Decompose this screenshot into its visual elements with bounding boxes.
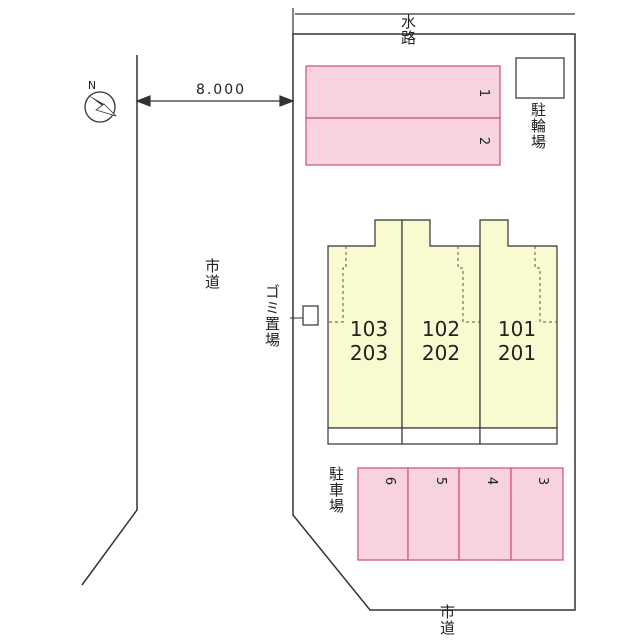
dimension-line (135, 95, 295, 107)
water-channel-label: 水路 (399, 14, 417, 46)
parking-label-3: 3 (535, 477, 550, 485)
parking-label-6: 6 (382, 477, 397, 485)
compass-north-label: N (88, 79, 96, 92)
dimension-value: 8.000 (196, 82, 246, 98)
bicycle-parking-label: 駐輪場 (529, 102, 547, 150)
bicycle-parking-box (515, 57, 565, 99)
compass-icon (84, 91, 117, 123)
unit-101-lower: 101 (498, 317, 536, 341)
parking-space-3 (510, 467, 564, 561)
parking-space-2 (305, 117, 501, 166)
parking-space-1 (305, 65, 501, 119)
unit-101-upper: 201 (498, 341, 536, 365)
city-road-west-label: 市道 (203, 258, 221, 290)
unit-103-upper: 203 (350, 341, 388, 365)
car-parking-label: 駐車場 (327, 466, 345, 514)
parking-space-6 (357, 467, 409, 561)
parking-label-5: 5 (433, 477, 448, 485)
garbage-area-label: ゴミ置場 (263, 284, 281, 348)
city-road-south-label: 市道 (438, 604, 456, 636)
parking-space-4 (458, 467, 512, 561)
parking-label-4: 4 (484, 477, 499, 485)
parking-label-1: 1 (476, 89, 491, 97)
west-road-edge (81, 55, 138, 586)
unit-103-lower: 103 (350, 317, 388, 341)
unit-102-lower: 102 (422, 317, 460, 341)
parking-space-5 (407, 467, 460, 561)
unit-101-201 (479, 219, 558, 445)
unit-102-upper: 202 (422, 341, 460, 365)
garbage-area-box (302, 305, 319, 326)
unit-103-203 (327, 219, 403, 445)
parking-label-2: 2 (476, 137, 491, 145)
